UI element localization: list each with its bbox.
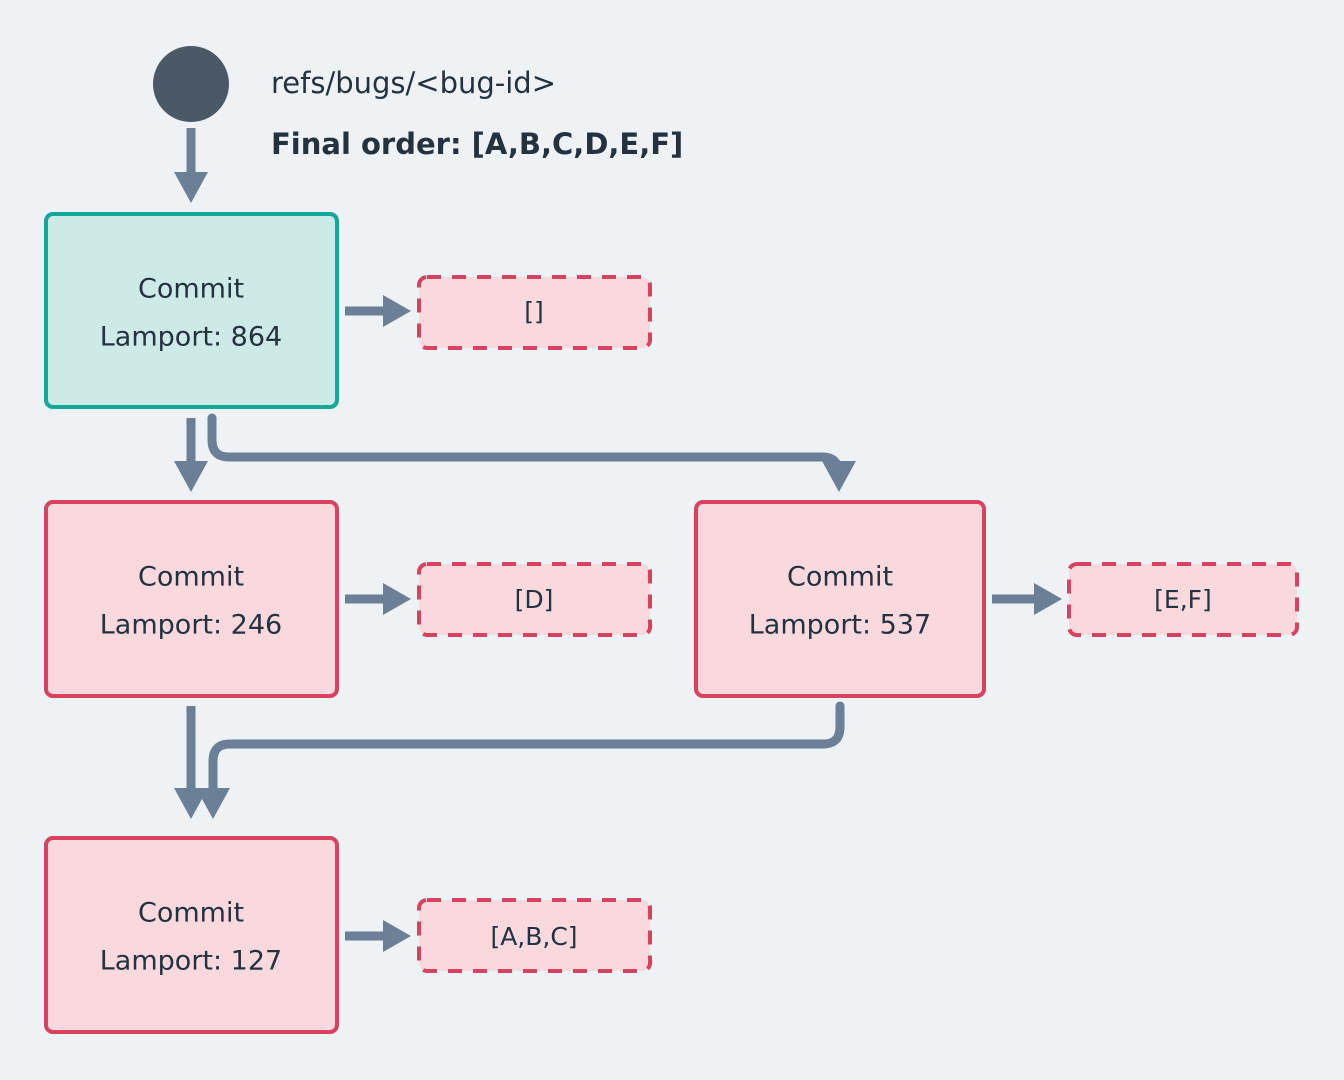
payload-246-rect [417,562,652,637]
commit-864-line1: Commit [138,274,244,305]
commit-node-127[interactable]: Commit Lamport: 127 [44,836,339,1034]
arrowhead-icon [383,295,411,327]
edge-commit-864-to-commit-246 [174,418,208,492]
arrowhead-icon [383,920,411,952]
payload-246-text: [D] [515,585,554,614]
edge-commit-864-to-payload [345,295,411,327]
edge-commit-537-to-commit-127 [196,701,845,819]
payload-864-text: [] [524,297,544,326]
edge-root-to-commit-864 [174,128,208,203]
root-node-circle [153,46,229,122]
commit-864-line2: Lamport: 864 [100,322,282,353]
commit-127-box[interactable] [44,836,339,1034]
payload-864-rect [417,275,652,350]
arrowhead-icon [174,172,208,203]
edge-commit-864-to-commit-537 [207,413,856,492]
payload-537-text: [E,F] [1154,585,1212,614]
payload-box-127: [A,B,C] [417,898,652,973]
edge-commit-537-to-payload [992,583,1062,615]
final-order-label: Final order: [A,B,C,D,E,F] [271,127,683,161]
commit-node-246[interactable]: Commit Lamport: 246 [44,500,339,698]
commit-864-box[interactable] [44,212,339,409]
edge-commit-246-to-payload [345,583,411,615]
payload-box-864: [] [417,275,652,350]
arrowhead-icon [383,583,411,615]
commit-246-box[interactable] [44,500,339,698]
edge-commit-127-to-payload [345,920,411,952]
arrowhead-icon [174,461,208,492]
arrowhead-icon [822,461,856,492]
arrowhead-icon [1034,583,1062,615]
edge-commit-246-to-commit-127 [174,706,208,819]
commit-537-line1: Commit [787,562,893,593]
payload-127-text: [A,B,C] [490,922,577,951]
commit-node-864[interactable]: Commit Lamport: 864 [44,212,339,409]
payload-127-rect [417,898,652,973]
commit-246-line1: Commit [138,562,244,593]
commit-246-line2: Lamport: 246 [100,610,282,641]
commit-127-line2: Lamport: 127 [100,946,282,977]
payload-537-rect [1067,562,1299,637]
commit-537-box[interactable] [694,500,986,698]
ref-label: refs/bugs/<bug-id> [271,66,556,100]
commit-127-line1: Commit [138,898,244,929]
payload-box-537: [E,F] [1067,562,1299,637]
payload-box-246: [D] [417,562,652,637]
arrowhead-icon [174,788,208,819]
commit-537-line2: Lamport: 537 [749,610,931,641]
commit-node-537[interactable]: Commit Lamport: 537 [694,500,986,698]
arrowhead-icon [196,788,230,819]
